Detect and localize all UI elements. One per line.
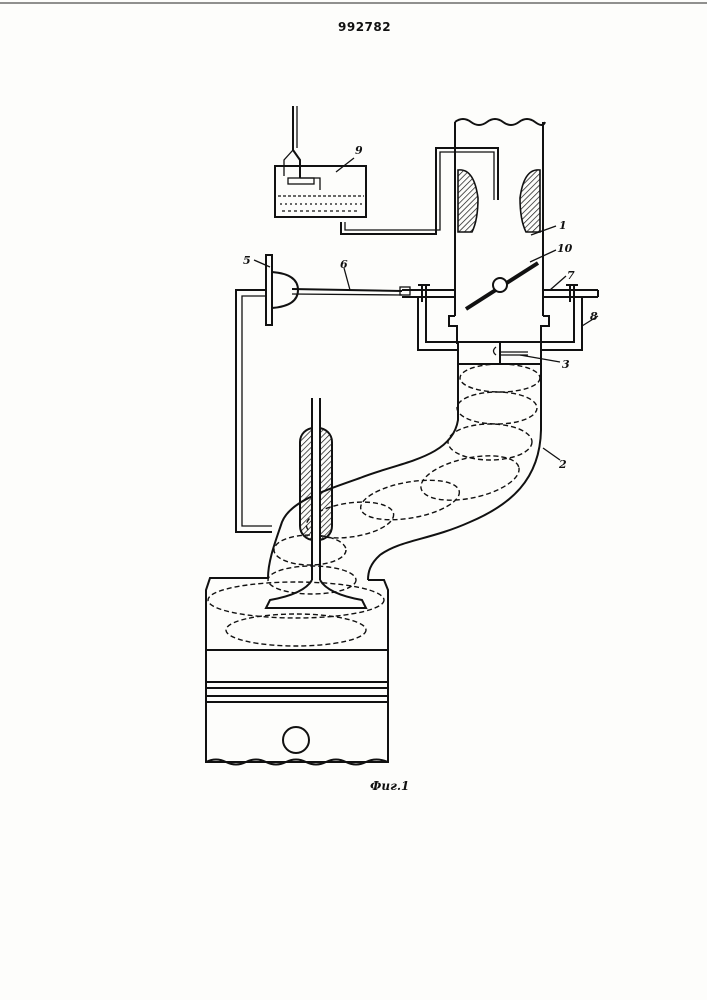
control-rod: [292, 289, 402, 291]
figure-caption: Фиг.1: [370, 779, 409, 793]
label-5: 5: [243, 254, 251, 267]
throttle-valve: [466, 263, 538, 309]
cylinder: [206, 578, 388, 765]
label-3: 3: [562, 358, 570, 371]
label-7: 7: [567, 269, 575, 282]
label-8: 8: [590, 310, 598, 323]
label-10: 10: [557, 242, 573, 255]
label-1: 1: [559, 219, 567, 232]
label-9: 9: [355, 144, 363, 157]
label-2: 2: [558, 458, 567, 471]
label-6: 6: [340, 258, 348, 271]
float-chamber: [275, 106, 366, 217]
